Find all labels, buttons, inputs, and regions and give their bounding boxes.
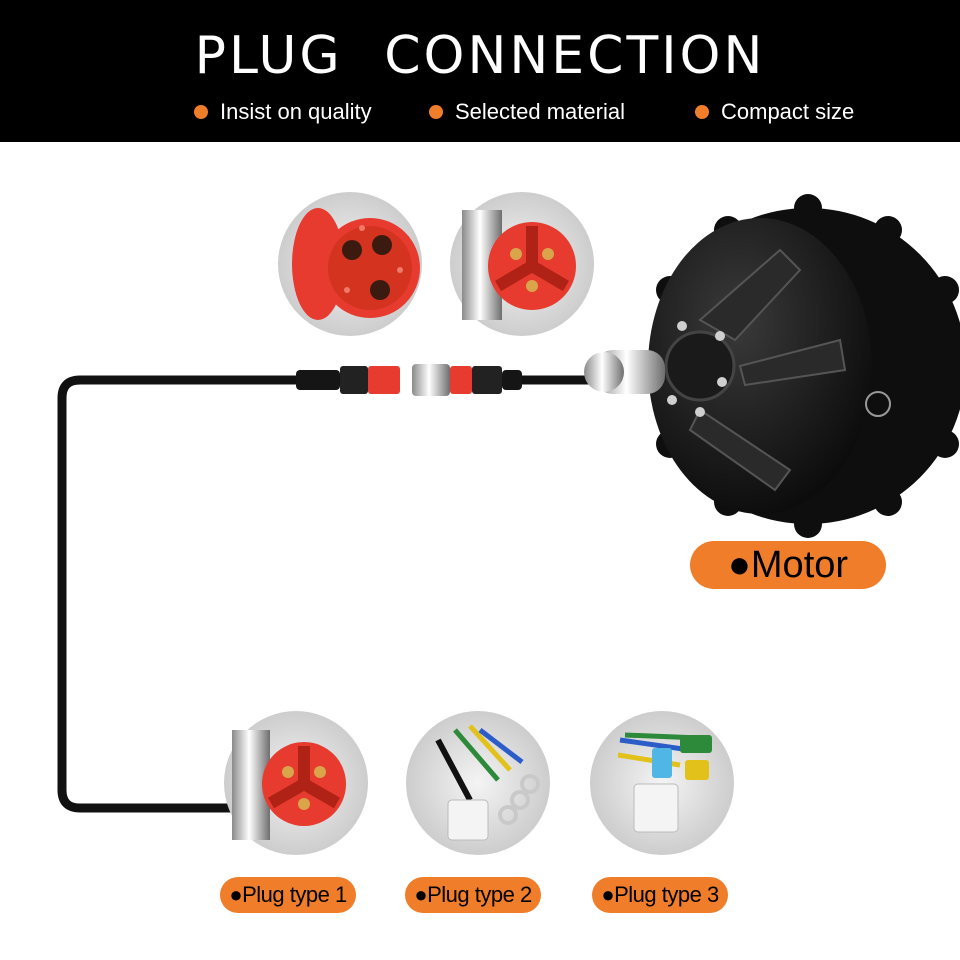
- plug-type-1-label: ●Plug type 1: [220, 877, 356, 913]
- plug-type-2-icon: [406, 711, 550, 855]
- feature-label: Selected material: [455, 99, 625, 124]
- cable: [57, 375, 310, 813]
- hub-motor-icon: [584, 194, 960, 538]
- plug-type-3-label: ●Plug type 3: [592, 877, 728, 913]
- connector-male-icon: [450, 192, 594, 336]
- feature-item: Insist on quality: [194, 99, 372, 125]
- feature-item: Selected material: [429, 99, 625, 125]
- plug-type-1-icon: [224, 711, 368, 855]
- bullet-icon: [429, 105, 443, 119]
- connector-female-icon: [278, 192, 422, 336]
- inline-connector-icon: [296, 364, 522, 396]
- feature-item: Compact size: [695, 99, 854, 125]
- bullet-icon: [695, 105, 709, 119]
- header-banner: PLUG CONNECTION Insist on quality Select…: [0, 0, 960, 142]
- motor-label: ●Motor: [690, 541, 886, 589]
- feature-label: Insist on quality: [220, 99, 372, 124]
- plug-type-3-icon: [590, 711, 734, 855]
- plug-type-2-label: ●Plug type 2: [405, 877, 541, 913]
- bullet-icon: [194, 105, 208, 119]
- feature-label: Compact size: [721, 99, 855, 124]
- page-title: PLUG CONNECTION: [194, 26, 766, 86]
